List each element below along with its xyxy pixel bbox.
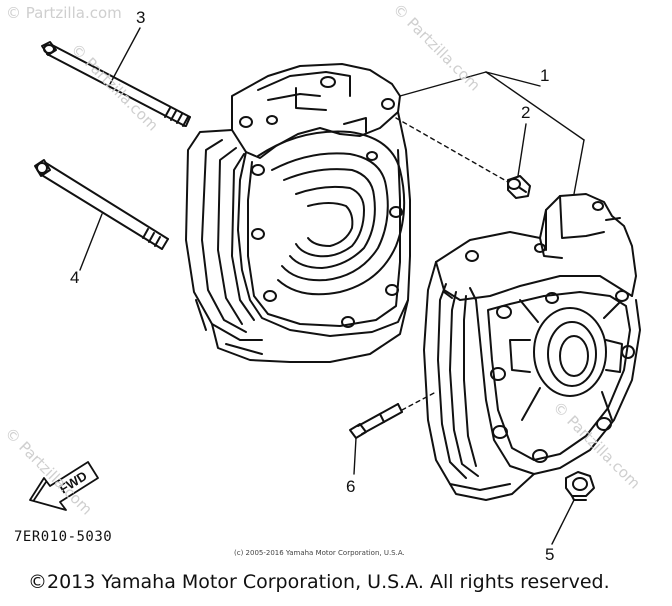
callout-6: 6 [346,477,356,496]
fwd-arrow [29,461,99,511]
callout-3: 3 [136,8,146,27]
stud-6 [349,403,403,439]
callout-4: 4 [70,268,80,287]
bolt-3 [41,41,191,127]
leader-lines [79,27,585,545]
watermark-top-left: © Partzilla.com [6,4,122,22]
nut-5 [565,471,595,501]
callout-2: 2 [521,103,531,122]
callout-5: 5 [545,545,555,564]
bolt-4 [34,159,169,250]
small-copyright: (c) 2005-2016 Yamaha Motor Corporation, … [234,549,405,557]
dowel-pin-2 [507,175,531,199]
callout-1: 1 [540,66,550,85]
crankcase-half-right [423,193,641,501]
crankcase-half-left [185,63,411,363]
part-code: 7ER010-5030 [14,529,113,545]
copyright-notice: ©2013 Yamaha Motor Corporation, U.S.A. A… [28,571,610,593]
